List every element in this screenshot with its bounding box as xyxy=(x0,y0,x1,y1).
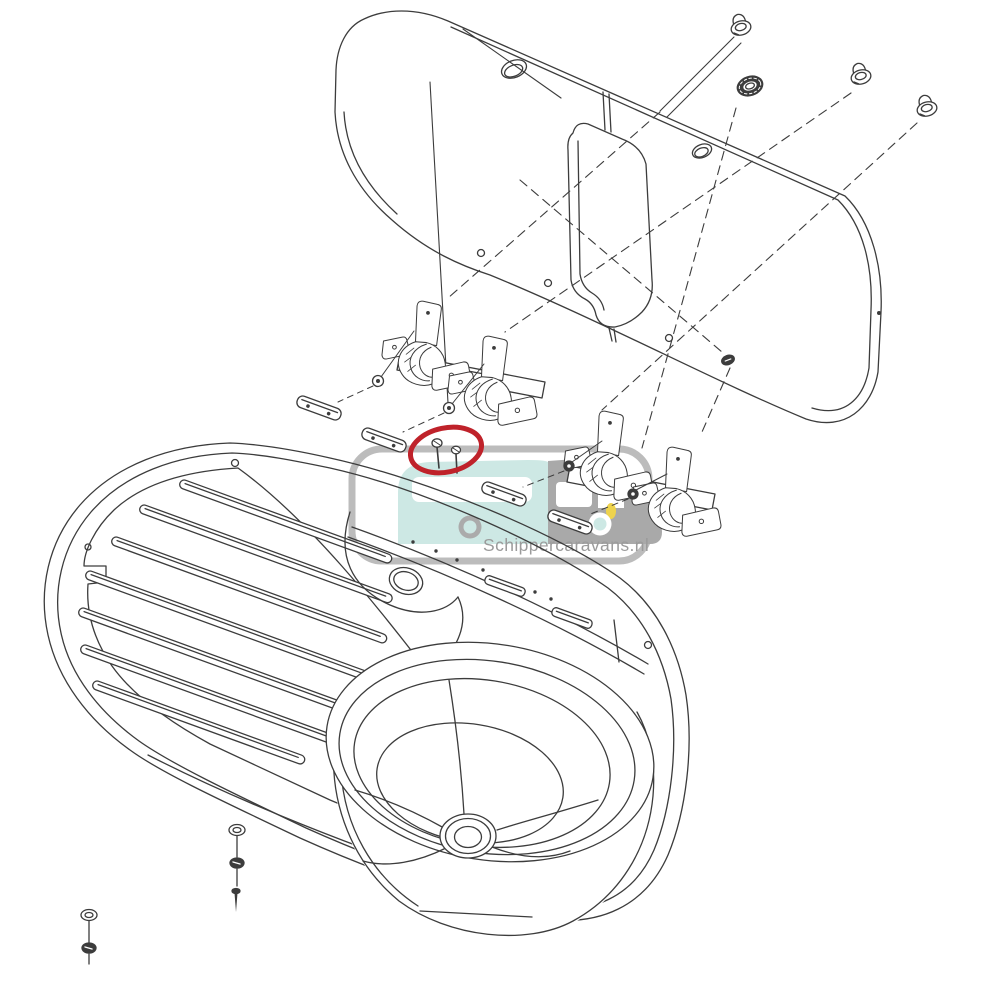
washer-leader xyxy=(380,330,415,378)
leader-lines xyxy=(429,28,918,449)
lid-hole-oval xyxy=(500,59,528,79)
highlight-circle xyxy=(407,424,485,476)
washer xyxy=(371,374,385,388)
pan-head-screw xyxy=(727,11,754,38)
rim-hole xyxy=(230,458,240,468)
leader-dashed xyxy=(701,367,731,433)
rim-hole xyxy=(84,543,92,551)
drainer-rib xyxy=(139,504,393,604)
leader-solid xyxy=(429,81,449,404)
bowl-skirt-seam xyxy=(419,910,533,918)
caravan-wheel-front-hub xyxy=(593,517,607,531)
highlighted-screw xyxy=(431,438,443,469)
caravan-wheel-rear-hub xyxy=(463,520,477,534)
rail-hole xyxy=(533,590,537,594)
lid-edge-line xyxy=(343,111,398,215)
rail-hole xyxy=(434,549,438,553)
lid-channel xyxy=(602,91,617,343)
screw-axis-line xyxy=(659,36,742,118)
bowl-seam xyxy=(491,846,571,858)
caravan-headlight-icon xyxy=(606,503,616,519)
washer-leader xyxy=(451,363,485,405)
lid-recess-panel xyxy=(567,122,653,328)
drainer-rib xyxy=(92,680,306,765)
lid-edge-dot xyxy=(877,311,881,315)
drain-outlet xyxy=(439,813,497,859)
screw-shaft xyxy=(234,893,238,912)
strip-leader xyxy=(337,385,374,403)
rail-hole xyxy=(411,540,415,544)
hinge-hardware xyxy=(337,300,722,537)
pan-head-screw xyxy=(847,60,874,87)
bowl-rim-outer xyxy=(325,641,655,863)
lid-screw-hole xyxy=(664,333,674,343)
lid-hole-oval xyxy=(691,143,713,159)
lid-edge-line xyxy=(450,26,872,412)
bowl-skirt xyxy=(332,711,655,936)
screw-stack xyxy=(80,908,98,965)
drainer-ribs xyxy=(78,479,393,765)
bowl-seam xyxy=(448,679,465,815)
strip-leader xyxy=(522,470,565,488)
floor-screw-stacks xyxy=(80,823,246,965)
leader-dashed xyxy=(641,107,737,449)
rail-slot xyxy=(483,573,527,599)
rim-hole xyxy=(643,640,653,650)
lid-recess-inner-line xyxy=(577,140,605,311)
washer-leader xyxy=(571,440,603,463)
washer xyxy=(563,460,575,472)
drainer-rib xyxy=(111,536,388,644)
bowl-seam xyxy=(496,799,599,831)
leader-solid xyxy=(462,28,562,99)
bowl-seam xyxy=(354,789,445,829)
glass-lid xyxy=(334,10,882,424)
deck-step-line xyxy=(613,619,620,663)
rail-hole xyxy=(455,558,459,562)
washer xyxy=(442,401,456,415)
mounting-strip xyxy=(294,393,344,423)
bowl-seam xyxy=(362,847,447,865)
leader-dashed xyxy=(601,122,918,411)
rail-hole xyxy=(549,597,553,601)
bowl-skirt-inner xyxy=(340,769,419,907)
strip-leader xyxy=(402,412,445,433)
lid-screw-hole xyxy=(476,248,486,258)
lid-grommet-nut xyxy=(736,75,764,97)
sink-bowl xyxy=(325,640,656,938)
dark-screw-head xyxy=(721,354,735,366)
screw-stack xyxy=(228,823,246,912)
lid-screw-hole xyxy=(543,278,553,288)
caravan-logo xyxy=(398,458,662,544)
rail-slot xyxy=(550,605,594,631)
pan-head-screw xyxy=(913,92,940,119)
leader-dashed xyxy=(504,92,852,333)
washer-leader xyxy=(635,473,668,491)
caravan-side-window xyxy=(556,482,592,507)
drainer-rib xyxy=(179,479,393,564)
highlight-group xyxy=(407,424,485,476)
rail-hole xyxy=(481,568,485,572)
lid-fasteners xyxy=(721,11,940,366)
strip-leader xyxy=(587,498,629,516)
sink-unit xyxy=(43,442,690,938)
leader-dashed xyxy=(447,111,661,299)
deck-curve xyxy=(344,511,459,613)
washer xyxy=(627,488,639,500)
faucet-hole xyxy=(388,566,424,596)
mounting-rail xyxy=(347,526,649,675)
